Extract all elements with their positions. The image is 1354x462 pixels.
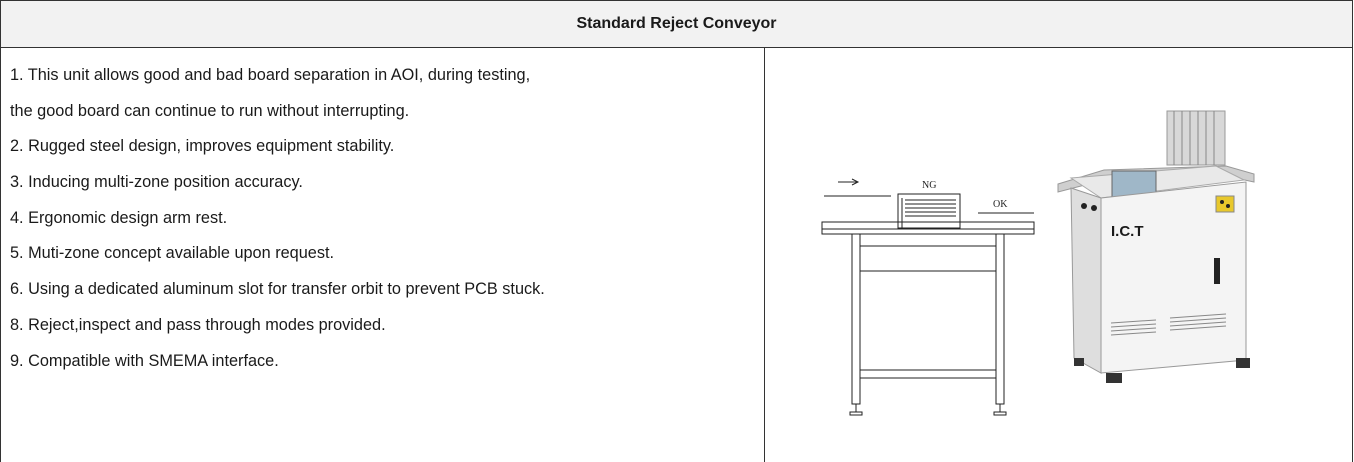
feature-item: 4. Ergonomic design arm rest. [10, 208, 228, 227]
feature-item: 1. This unit allows good and bad board s… [10, 66, 531, 84]
feature-item: 3. Inducing multi-zone position accuracy… [10, 173, 303, 192]
machine-brand-label: I.C.T [1111, 223, 1144, 240]
conveyor-line-drawing [821, 178, 1035, 416]
feature-item: the good board can continue to run witho… [10, 101, 410, 120]
feature-item: 9. Compatible with SMEMA interface. [10, 351, 279, 370]
table-header: Standard Reject Conveyor [1, 1, 1352, 48]
ng-label: NG [922, 180, 936, 191]
ok-label: OK [993, 199, 1008, 210]
product-illustration: NG OK [821, 110, 1255, 416]
table-title: Standard Reject Conveyor [576, 15, 777, 32]
product-image-cell: NG OK [766, 48, 1352, 462]
feature-item: 8. Reject,inspect and pass through modes… [10, 315, 386, 334]
feature-item: 2. Rugged steel design, improves equipme… [10, 137, 395, 156]
reject-conveyor-machine-photo [1057, 110, 1255, 383]
feature-list: 1. This unit allows good and bad board s… [1, 48, 765, 462]
feature-item: 6. Using a dedicated aluminum slot for t… [10, 280, 545, 299]
feature-item: 5. Muti-zone concept available upon requ… [10, 244, 335, 263]
table-body-row: 1. This unit allows good and bad board s… [1, 48, 1352, 462]
